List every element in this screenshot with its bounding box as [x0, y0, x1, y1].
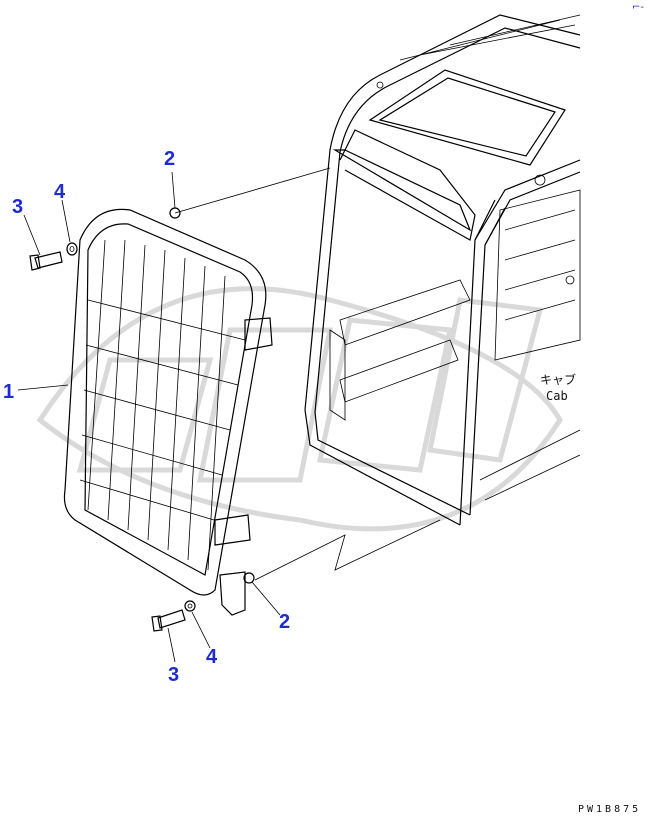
- bolt-bottom: [151, 609, 186, 632]
- callout-3-bottom: 3: [168, 664, 179, 686]
- cab-frame: [304, 14, 581, 526]
- washer-2-bottom: [243, 572, 255, 584]
- watermark-logo: [36, 286, 563, 532]
- callout-2-top: 2: [164, 148, 175, 170]
- washer-bottom: [184, 600, 196, 612]
- drawing-code: PW1B875: [578, 804, 641, 815]
- washer-top: [66, 242, 78, 256]
- callout-4-bottom: 4: [206, 646, 218, 668]
- callout-2-bottom: 2: [279, 611, 290, 633]
- callout-1: 1: [3, 381, 14, 403]
- front-guard-grille: [63, 208, 273, 616]
- callout-3-top: 3: [12, 196, 23, 218]
- cab-label-jp: キャブ: [540, 372, 576, 387]
- cab-label-en: Cab: [546, 389, 568, 403]
- leader-lines: [17, 167, 441, 663]
- bolt-top: [29, 251, 63, 271]
- callout-4-top: 4: [54, 181, 66, 203]
- corner-mark: ⌐-: [632, 2, 644, 13]
